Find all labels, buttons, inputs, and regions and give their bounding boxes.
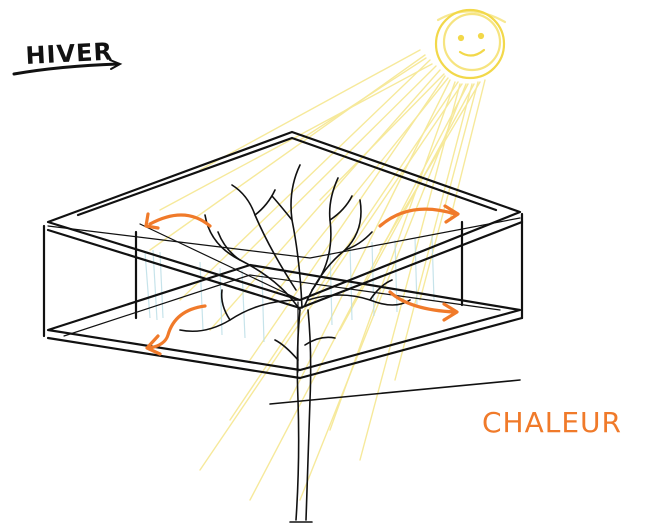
sun-icon	[436, 10, 505, 78]
heat-arrow-lower-left	[150, 306, 205, 348]
heat-arrow-upper-right	[380, 209, 455, 226]
tree-icon	[180, 165, 410, 522]
heat-label: CHALEUR	[482, 406, 622, 439]
heat-arrow-upper-left	[150, 215, 210, 226]
